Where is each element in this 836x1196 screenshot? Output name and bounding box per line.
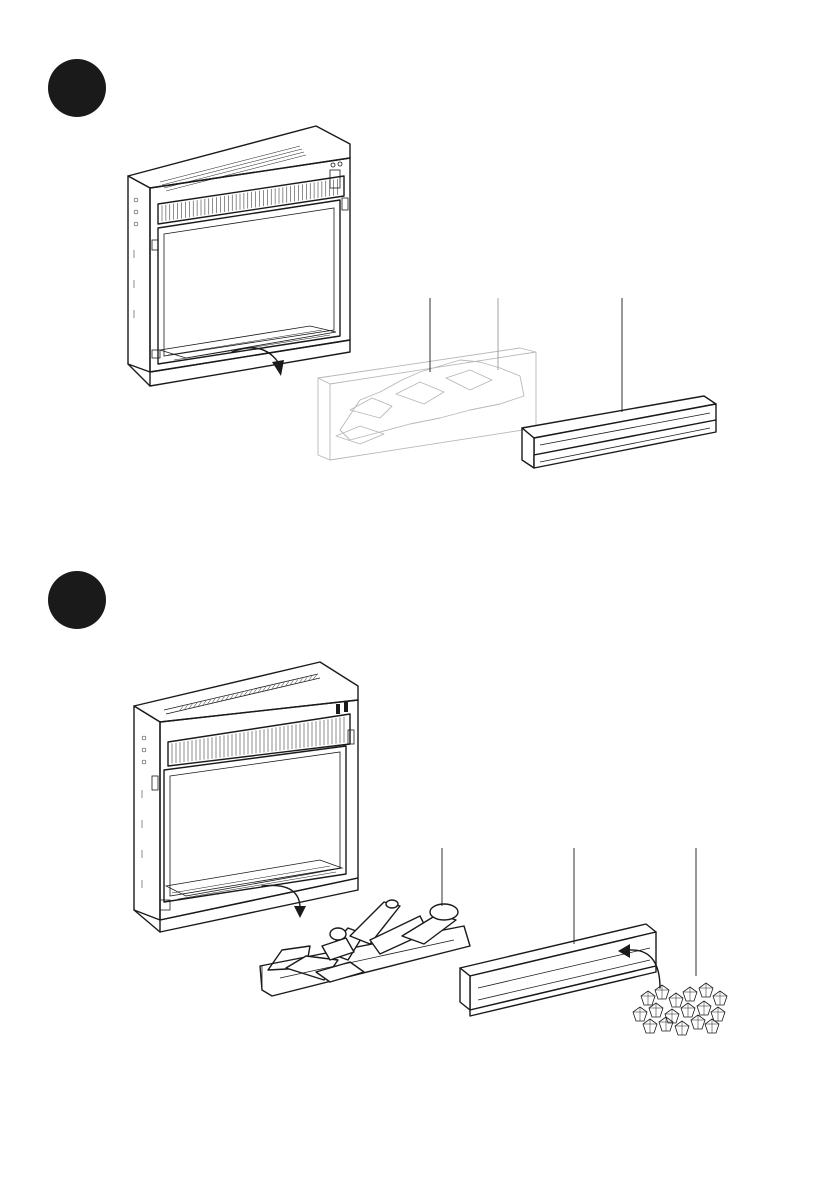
step-2-marker (48, 571, 106, 629)
fireplace-insert-step-1 (128, 126, 350, 386)
log-set (260, 900, 470, 996)
step-1-marker (48, 59, 106, 117)
fireplace-insert-step-2 (134, 662, 358, 932)
ember-bed-step-2 (460, 924, 656, 1016)
glass-embers (633, 983, 727, 1035)
ember-bed-step-1 (522, 396, 716, 468)
